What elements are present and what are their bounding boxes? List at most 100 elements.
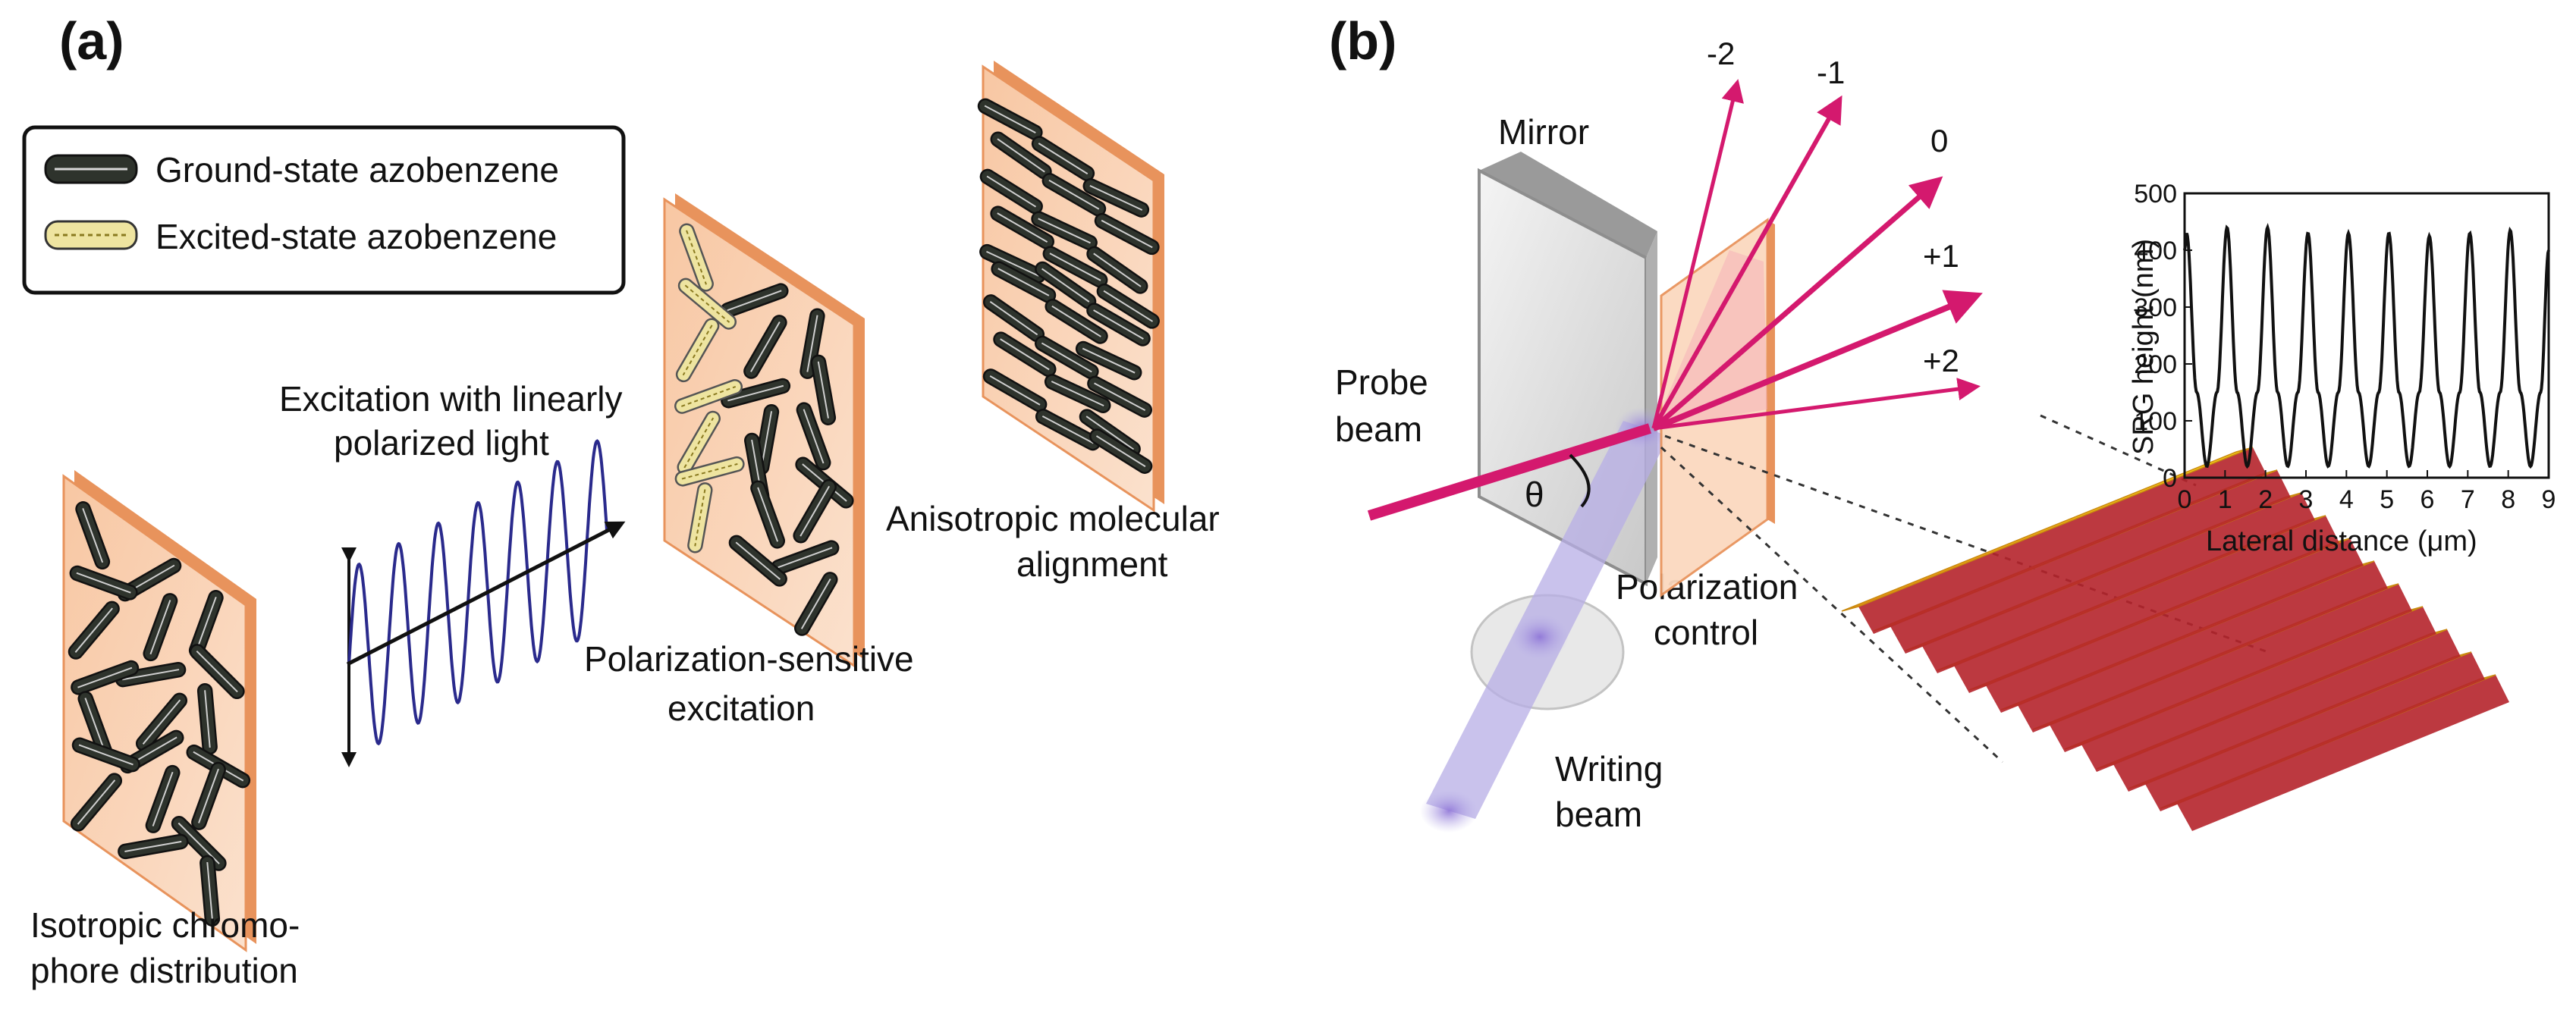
panel-a-label: (a)	[59, 11, 124, 71]
y-tick-label: 100	[2134, 407, 2177, 436]
order-0-beam	[1651, 176, 1943, 431]
excitation-label-line2: polarized light	[334, 423, 549, 463]
theta-label: θ	[1525, 475, 1544, 514]
grating-ridge-shadow	[2177, 675, 2509, 831]
excited-state-molecule	[674, 456, 745, 487]
x-tick-label: 2	[2258, 485, 2273, 514]
anisotropic-label-line2: alignment	[1016, 544, 1168, 584]
ground-state-molecule	[69, 565, 138, 601]
panel-b-label: (b)	[1329, 11, 1396, 71]
x-tick-label: 8	[2501, 485, 2515, 514]
grating-ridge	[1841, 447, 2254, 612]
mirror	[1478, 152, 1657, 587]
ground-state-molecule	[199, 855, 221, 927]
grating-ridge-shadow	[1858, 447, 2267, 634]
molecules-anisotropic	[977, 98, 1160, 474]
grating-ridge-shadow	[2081, 607, 2436, 772]
ground-state-molecule	[135, 692, 188, 751]
grating-ridge-shadow	[1954, 516, 2339, 693]
order-plus-2-beam	[1653, 378, 1981, 431]
zoom-line-bottom	[1660, 446, 2004, 764]
polarization-control-label-line1: Polarization	[1616, 567, 1798, 607]
ground-state-molecule	[1044, 374, 1111, 413]
excited-state-molecule	[687, 482, 713, 554]
anisotropic-film	[977, 61, 1164, 513]
legend: Ground-state azobenzene Excited-state az…	[22, 125, 626, 295]
probe-beam-label-line1: Probe	[1335, 362, 1428, 402]
isotropic-film	[62, 470, 256, 952]
order-minus-2-label: -2	[1707, 36, 1735, 71]
order-minus-1-label: -1	[1817, 55, 1845, 90]
polarization-sensitive-label-line1: Polarization-sensitive	[584, 639, 914, 679]
diffracted-beams	[1651, 79, 1983, 431]
ground-state-molecule	[1035, 335, 1099, 380]
x-tick-label: 7	[2461, 485, 2475, 514]
order-minus-2-beam	[1651, 79, 1744, 429]
ground-state-molecule	[68, 601, 120, 660]
srg-height-series-line	[2183, 222, 2550, 469]
ground-state-molecule-icon	[44, 154, 138, 184]
polarization-sensitive-label-line2: excitation	[668, 688, 815, 728]
grating-ridge-shadow	[2145, 652, 2485, 811]
diffraction-fan	[1654, 250, 1767, 428]
chart-x-axis-label: Lateral distance (μm)	[2206, 525, 2477, 557]
isotropic-label-line2: phore distribution	[30, 951, 298, 990]
grating-ridge-shadow	[1986, 538, 2364, 713]
x-tick-label: 6	[2420, 485, 2435, 514]
probe-beam	[1367, 423, 1652, 521]
x-tick-label: 0	[2178, 485, 2192, 514]
writing-beam-label-line2: beam	[1555, 795, 1642, 834]
x-tick-label: 1	[2218, 485, 2232, 514]
ground-state-molecule	[796, 402, 831, 471]
ground-state-molecule	[118, 833, 189, 860]
ground-state-molecule	[979, 168, 1043, 215]
excitation-label-line1: Excitation with linearly	[279, 379, 623, 419]
theta-arc	[1569, 453, 1591, 508]
isotropic-label-line1: Isotropic chromo-	[30, 905, 300, 945]
ground-state-molecule	[1094, 212, 1160, 256]
grating-ridge-shadow	[2018, 561, 2388, 732]
ground-state-molecule	[196, 683, 218, 755]
ground-state-molecule	[70, 773, 123, 832]
grating-ridge-shadow	[2113, 629, 2461, 792]
molecules-isotropic	[68, 501, 251, 927]
order-plus-1-beam	[1652, 290, 1983, 431]
mirror-label: Mirror	[1498, 112, 1589, 152]
writing-beam-label-line1: Writing	[1555, 749, 1663, 789]
y-tick-label: 0	[2163, 464, 2177, 493]
x-tick-label: 9	[2542, 485, 2556, 514]
ground-state-molecule	[75, 501, 111, 570]
probe-beam-label-line2: beam	[1335, 409, 1422, 449]
ground-state-molecule	[991, 261, 1057, 303]
ground-state-molecule	[1089, 428, 1153, 474]
ground-state-molecule	[1031, 136, 1095, 181]
polarization-sensitive-film	[663, 193, 865, 668]
ground-state-molecule	[1096, 283, 1160, 329]
legend-ground-state-label: Ground-state azobenzene	[156, 150, 559, 190]
ground-state-molecule	[977, 98, 1043, 140]
y-tick-label: 300	[2134, 293, 2177, 322]
x-tick-label: 5	[2380, 485, 2394, 514]
order-plus-2-label: +2	[1923, 343, 1959, 378]
ground-state-molecule	[743, 315, 787, 379]
excited-state-molecule	[679, 223, 714, 292]
excited-state-molecule	[674, 378, 743, 414]
x-tick-label: 3	[2299, 485, 2314, 514]
ground-state-molecule	[1045, 298, 1108, 344]
order-plus-1-label: +1	[1923, 238, 1959, 274]
ground-state-molecule	[993, 331, 1057, 378]
ground-state-molecule	[1041, 172, 1107, 217]
ground-state-molecule	[1087, 375, 1153, 418]
chart-y-axis-label: SRG height (nm)	[2128, 239, 2160, 455]
order-0-label: 0	[1930, 123, 1948, 158]
polarization-control-label-line2: control	[1654, 613, 1758, 652]
ground-state-molecule	[171, 815, 227, 871]
y-tick-label: 400	[2134, 237, 2177, 265]
ground-state-molecule	[793, 478, 837, 544]
grating-ridge-shadow	[2050, 584, 2412, 752]
polarized-light-wave	[341, 439, 626, 767]
anisotropic-label-line1: Anisotropic molecular	[886, 499, 1220, 538]
sample-film	[1660, 218, 1775, 597]
ground-state-molecule	[1075, 340, 1142, 381]
